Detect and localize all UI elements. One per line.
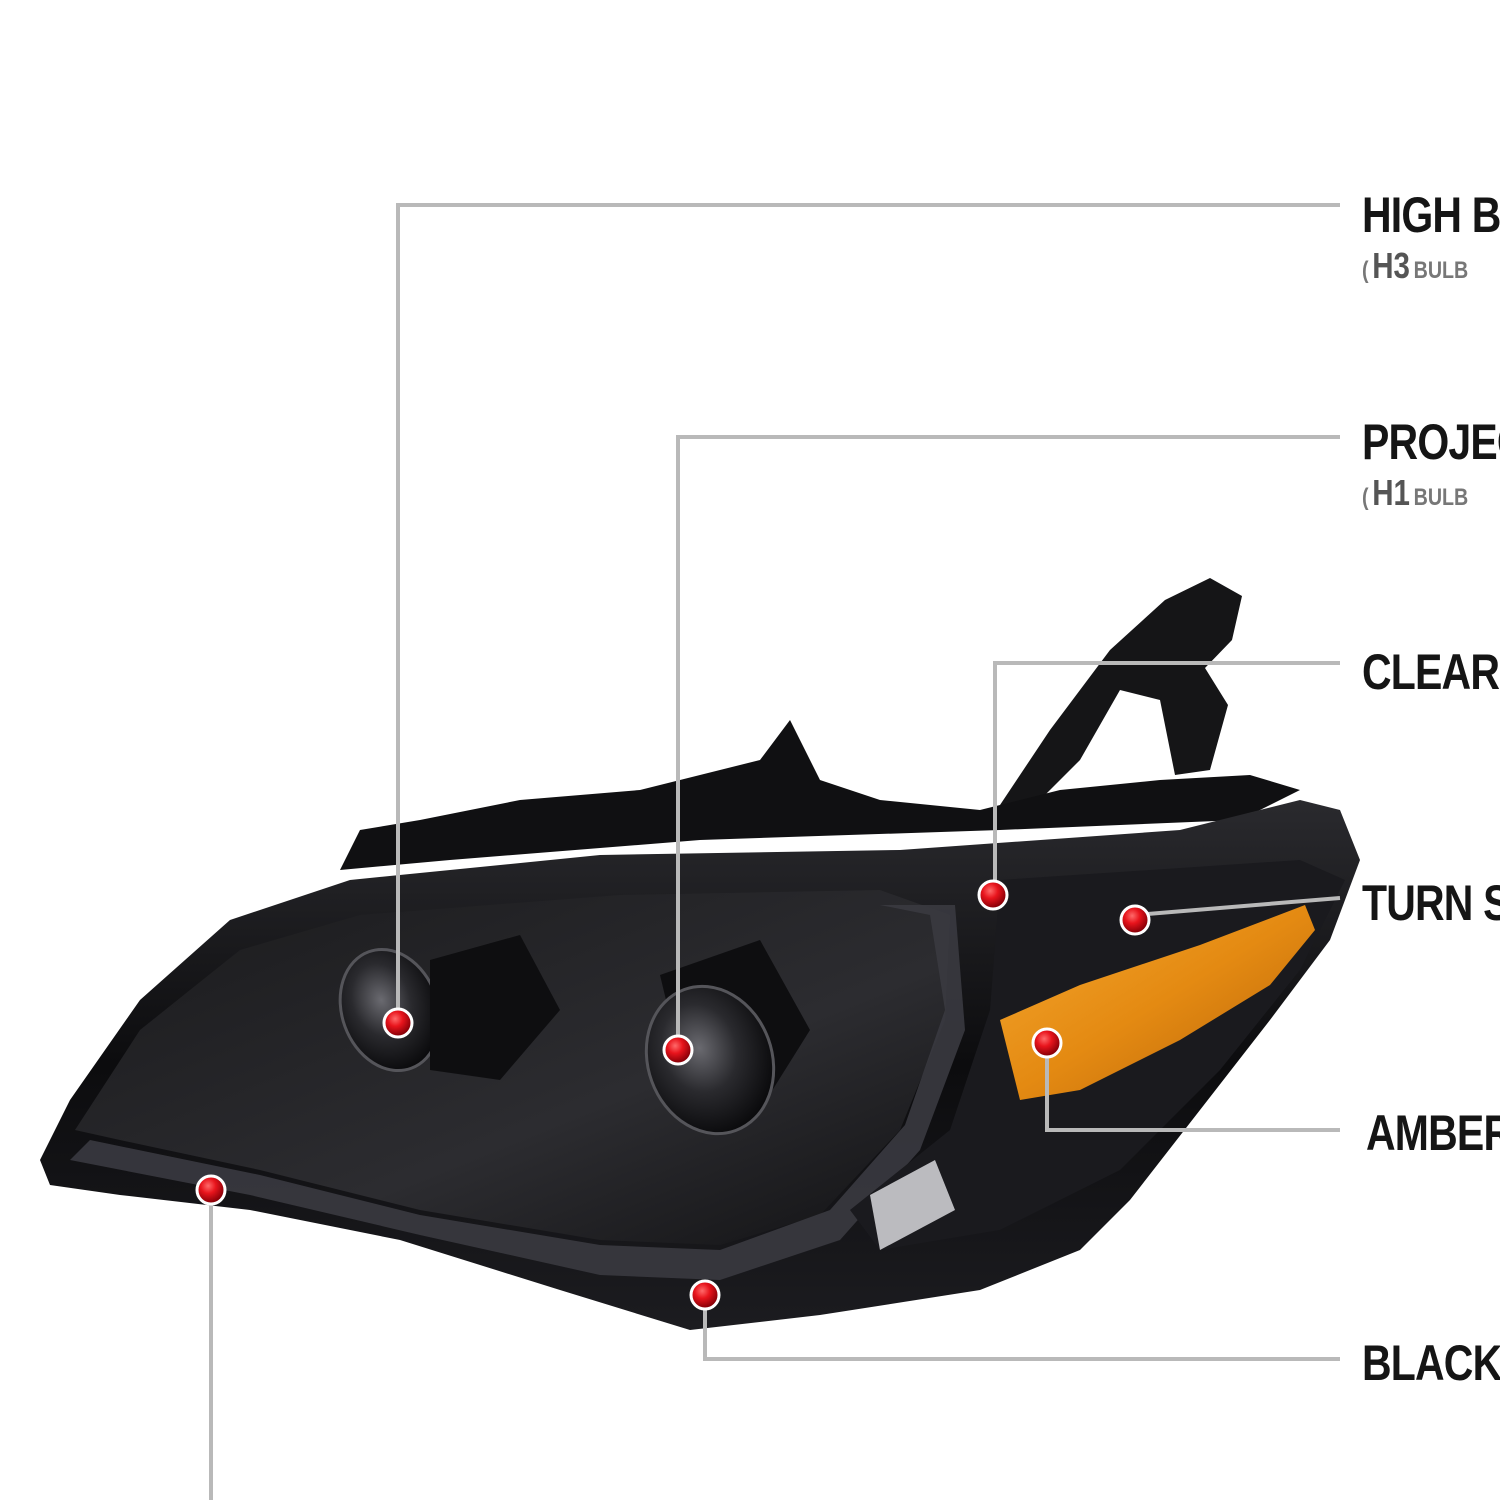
marker-dot [382,1007,414,1039]
leader-lines [209,203,1341,1500]
paren-open: ( [1362,484,1369,511]
marker-dot [1031,1027,1063,1059]
led-strip [70,905,965,1280]
callout-projector-subtitle: ( H1 BULB [1362,472,1468,514]
callout-black-title: BLACK [1362,1335,1500,1391]
headlight-assembly [40,578,1360,1330]
leader-high-beam [396,203,1340,1025]
projector-barrel-1 [430,935,560,1080]
paren-open: ( [1362,257,1369,284]
callout-turn-signal-title: TURN S [1362,875,1500,931]
marker-dot [662,1034,694,1066]
leader-amber [1045,1045,1340,1132]
bulb-code: H3 [1372,245,1410,286]
callout-amber-title: AMBER [1366,1105,1500,1161]
bulb-word: BULB [1413,484,1469,511]
marker-dot [1119,904,1151,936]
leader-projector [676,435,1340,1052]
callout-high-beam-subtitle: ( H3 BULB [1362,245,1468,287]
amber-reflector [1000,905,1315,1100]
bulb-word: BULB [1413,257,1469,284]
callout-high-beam-title: HIGH B [1362,187,1500,243]
leader-clear-lens [993,661,1340,895]
bulb-code: H1 [1372,472,1410,513]
markers [195,879,1151,1311]
callout-projector-title: PROJEC [1362,414,1500,470]
side-marker [870,1160,955,1250]
marker-dot [195,1174,227,1206]
mounting-bracket [990,578,1242,820]
marker-dot [689,1279,721,1311]
callout-clear-lens-title: CLEAR L [1362,644,1500,700]
rear-housing [340,720,1300,870]
marker-dot [977,879,1009,911]
leader-turn-signal [1134,896,1341,917]
leader-black [703,1295,1340,1361]
